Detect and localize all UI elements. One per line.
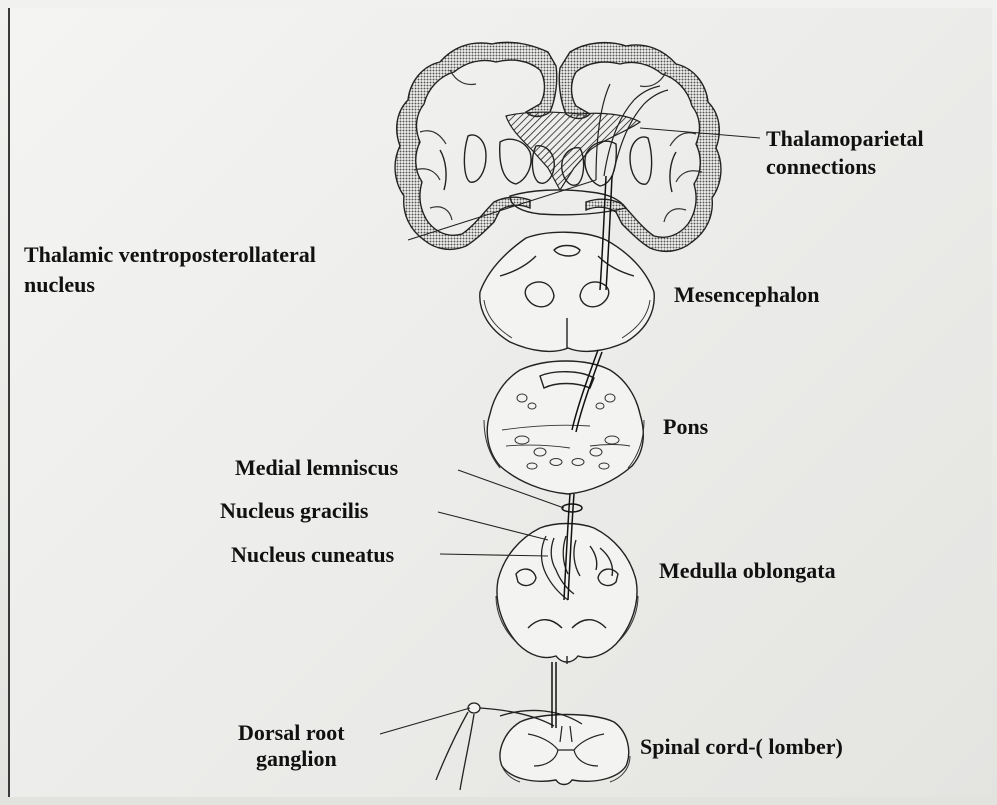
- pons-outline: [487, 361, 643, 494]
- mesencephalon-section: [480, 232, 654, 351]
- label-nucleus-gracilis: Nucleus gracilis: [220, 498, 369, 524]
- label-medulla-oblongata: Medulla oblongata: [659, 558, 836, 584]
- label-mesencephalon: Mesencephalon: [674, 282, 819, 308]
- leader-dorsal-root: [380, 708, 470, 734]
- label-medial-lemniscus: Medial lemniscus: [235, 455, 398, 481]
- leader-thalamic: [408, 180, 596, 240]
- peripheral-nerve: [436, 712, 474, 790]
- label-spinal-cord: Spinal cord-( lomber): [640, 734, 843, 760]
- insula-right: [670, 152, 676, 192]
- leader-nucleus-gracilis: [438, 512, 548, 540]
- pons-section: [484, 361, 644, 494]
- insula-left: [440, 150, 446, 190]
- corpus-callosum: [506, 112, 640, 190]
- label-dorsal-root-line1: Dorsal root: [238, 720, 345, 746]
- label-pons: Pons: [663, 414, 708, 440]
- cerebrum-coronal-section: [395, 42, 721, 251]
- label-thalamoparietal-line1: Thalamoparietal: [766, 126, 924, 152]
- label-thalamoparietal-line2: connections: [766, 154, 876, 180]
- lemniscus-crossing: [562, 504, 582, 512]
- spinal-cord-section: [500, 715, 630, 785]
- label-nucleus-cuneatus: Nucleus cuneatus: [231, 542, 394, 568]
- label-thalamic-line1: Thalamic ventroposterollateral: [24, 242, 316, 268]
- label-dorsal-root-line2: ganglion: [256, 746, 337, 772]
- label-thalamic-line2: nucleus: [24, 272, 95, 298]
